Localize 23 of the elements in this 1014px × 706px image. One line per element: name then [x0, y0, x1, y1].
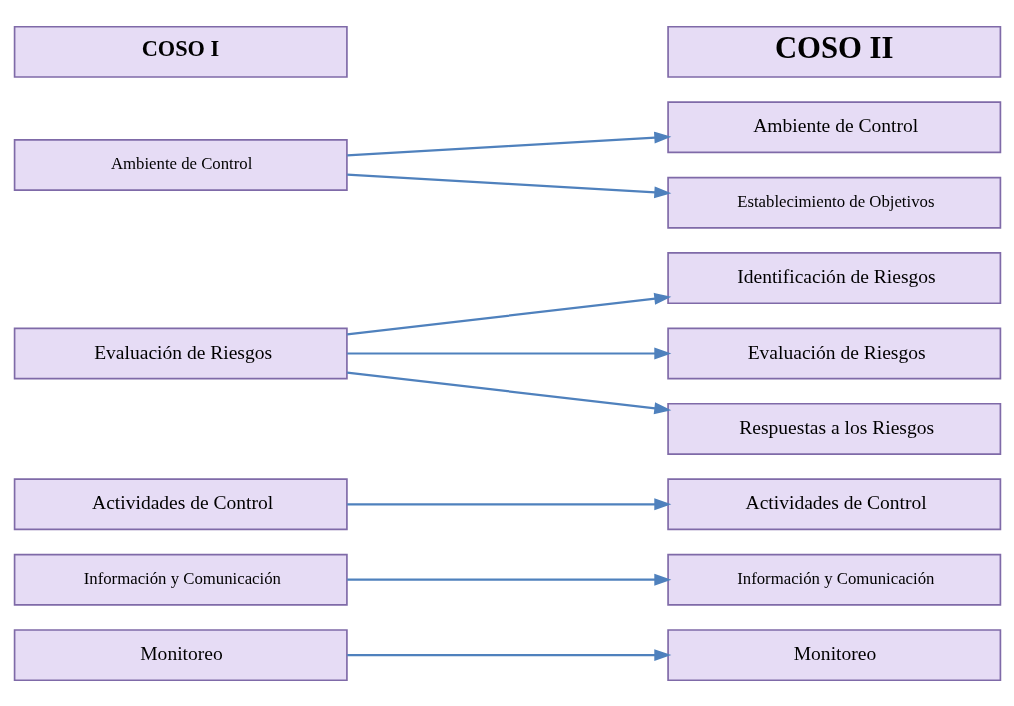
node-box: COSO II [666, 25, 1001, 78]
arrow [346, 497, 671, 510]
arrow [346, 172, 671, 198]
arrow [346, 131, 671, 157]
node-box: Evaluación de Riesgos [666, 327, 1001, 379]
arrow [346, 573, 671, 586]
node-box: Respuestas a los Riesgos [666, 402, 1001, 455]
node-box: Información y Comunicación [666, 553, 1001, 606]
arrow [346, 371, 671, 414]
node-box: Evaluación de Riesgos [13, 327, 348, 379]
node-box: Información y Comunicación [13, 553, 348, 606]
node-box: Monitoreo [13, 628, 348, 681]
arrow [346, 292, 671, 335]
node-box: Identificación de Riesgos [666, 251, 1001, 304]
node-box: Actividades de Control [13, 477, 348, 530]
arrow [346, 347, 671, 359]
node-box: Ambiente de Control [666, 100, 1001, 153]
node-box: Actividades de Control [666, 477, 1001, 530]
arrow [346, 648, 671, 661]
node-box: Ambiente de Control [13, 138, 348, 191]
node-box: COSO I [13, 25, 348, 78]
node-box: Establecimiento de Objetivos [666, 176, 1001, 229]
node-box: Monitoreo [666, 628, 1001, 681]
